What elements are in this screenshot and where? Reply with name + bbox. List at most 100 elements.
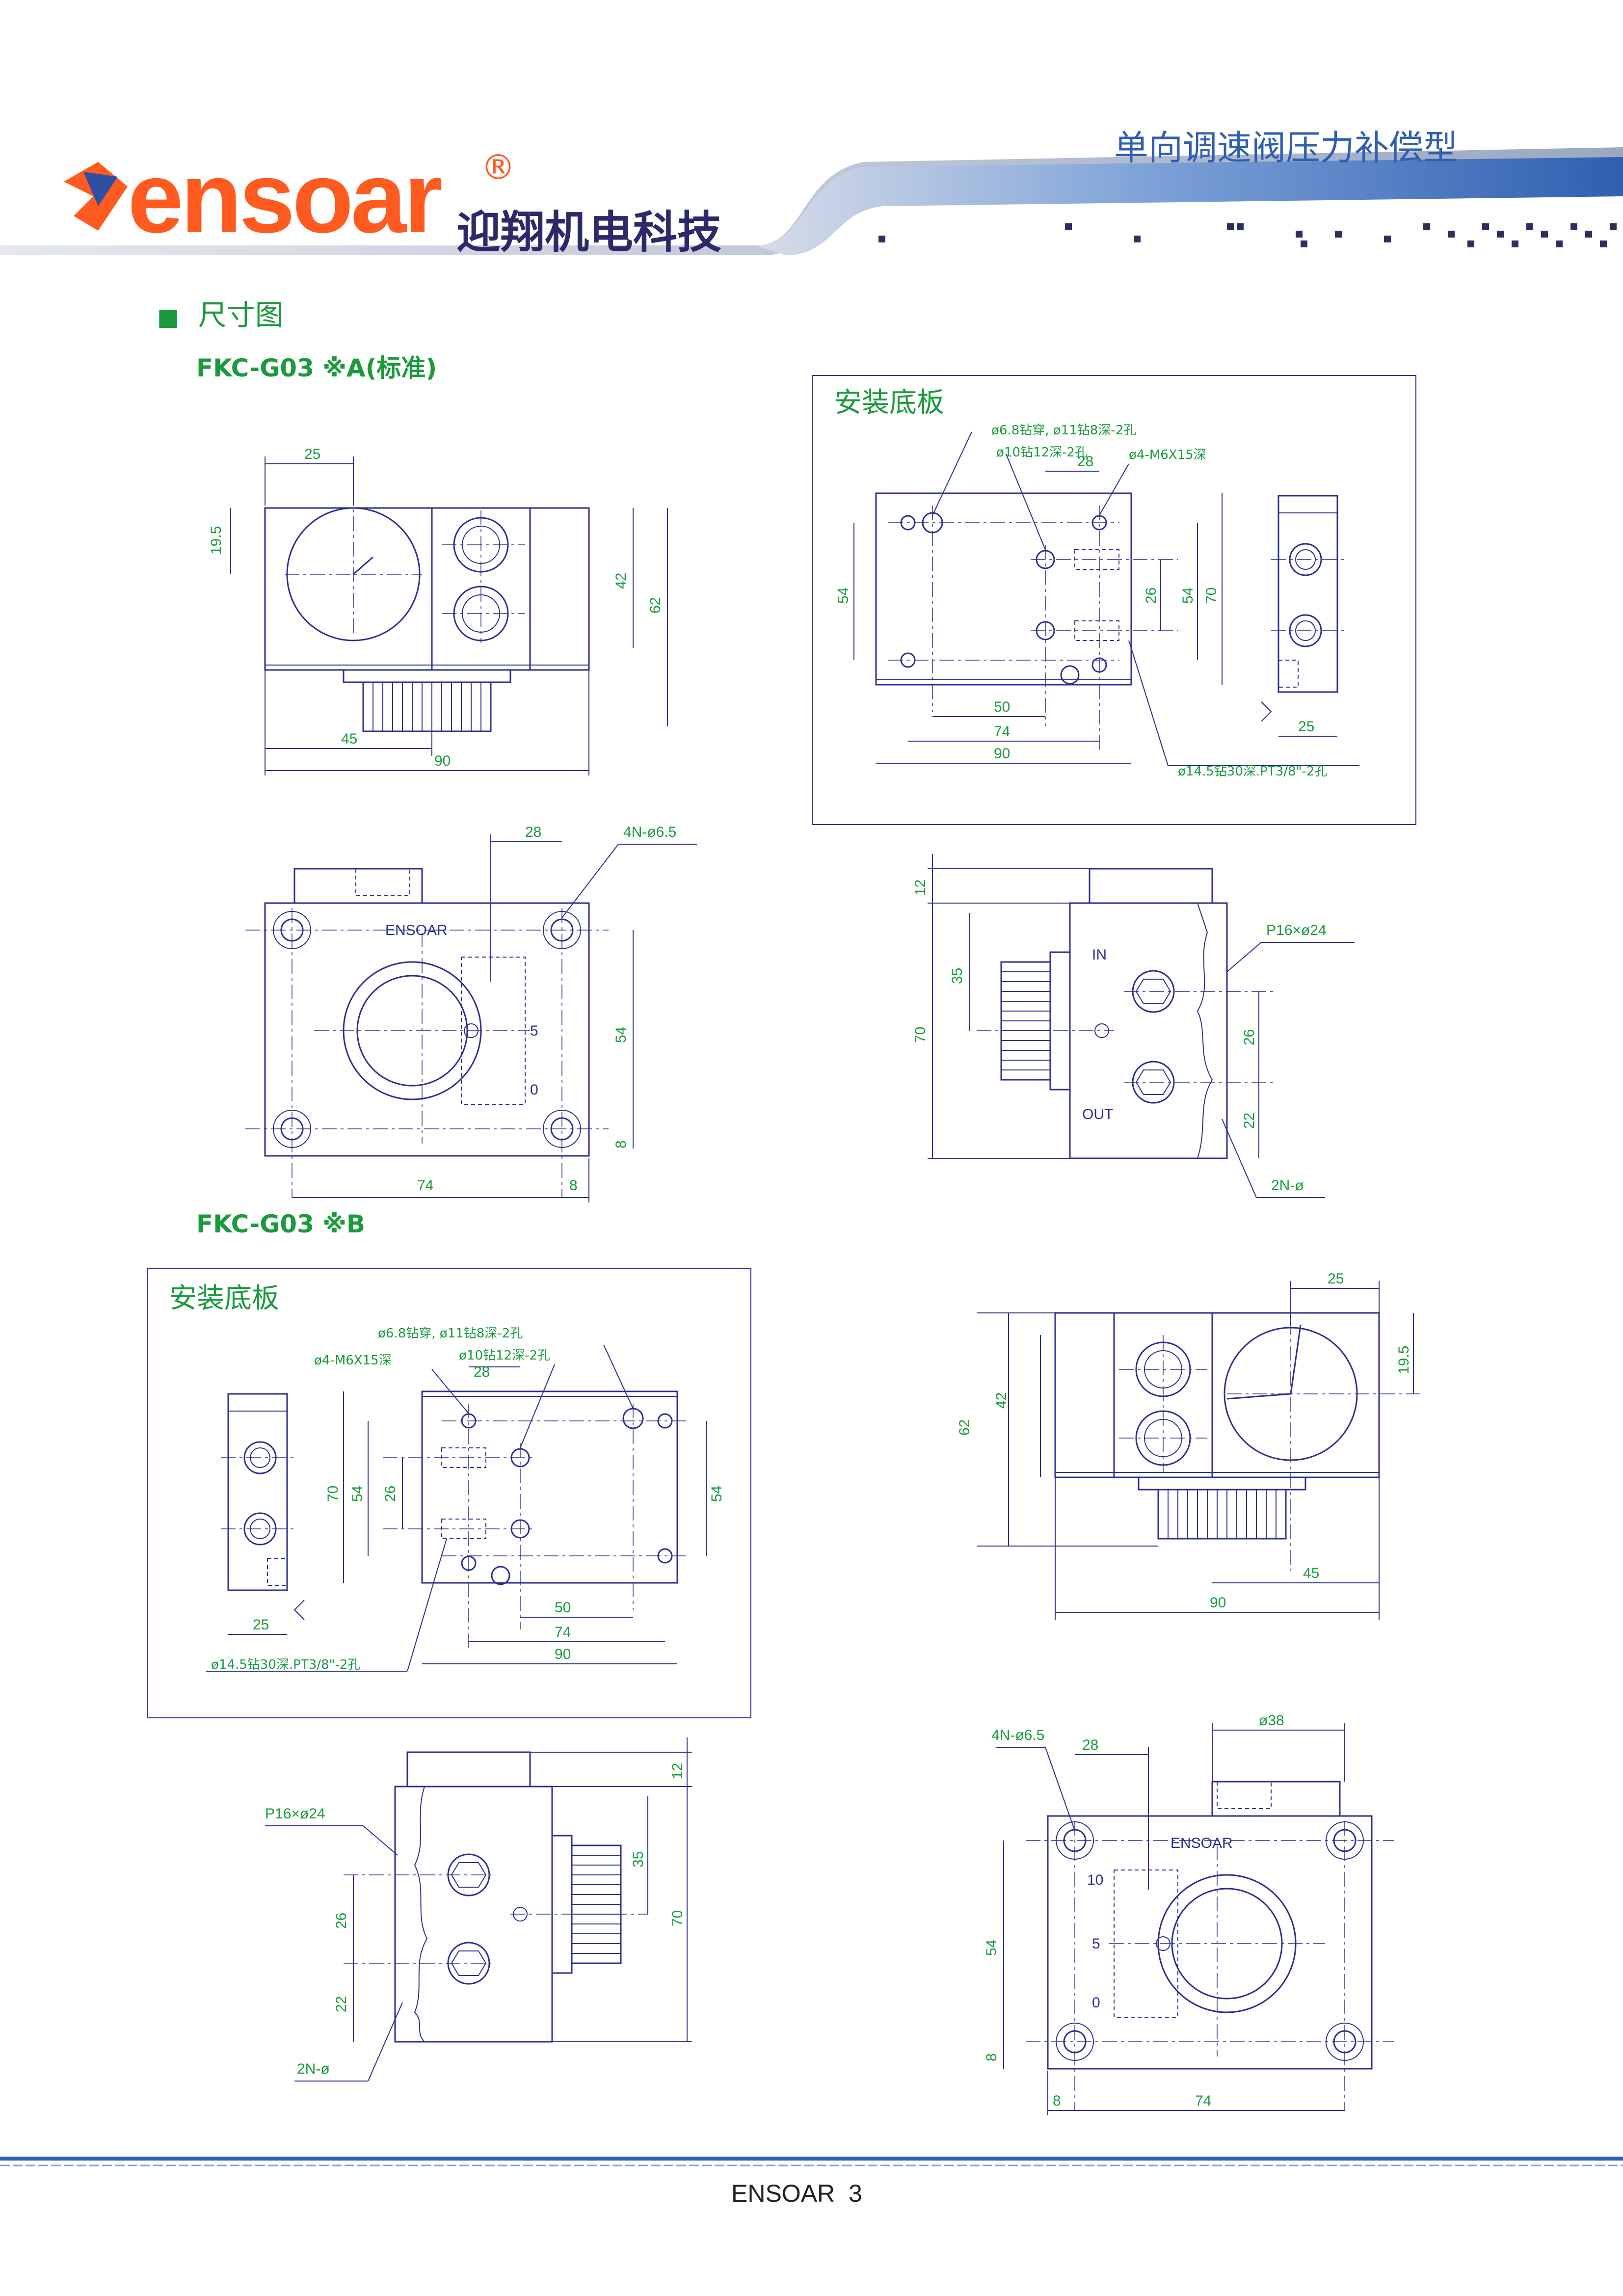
- a-plate-dim-90: 90: [994, 746, 1010, 762]
- a-side-label-out: OUT: [1082, 1106, 1113, 1122]
- a-side-dim-2n: 2N-ø: [1271, 1177, 1304, 1194]
- header: ensoar ® 迎翔机电科技 单向调速阀压力补偿型: [0, 0, 1623, 275]
- b-top-dim-62: 62: [957, 1419, 973, 1436]
- b-side-dim-p16: P16×ø24: [265, 1806, 325, 1822]
- b-front-dim-74: 74: [1195, 2093, 1211, 2109]
- a-plate-dim-25: 25: [1298, 719, 1314, 735]
- b-top-dim-90: 90: [1210, 1595, 1226, 1611]
- b-plate-dim-90: 90: [555, 1646, 571, 1662]
- b-front-label-10: 10: [1087, 1872, 1103, 1888]
- b-plate-drawing: [206, 1344, 707, 1672]
- a-top-dim-19-5: 19.5: [208, 526, 224, 555]
- a-side-view: [928, 854, 1355, 1198]
- a-plate-dim-54-left: 54: [835, 587, 851, 604]
- a-front-label-0: 0: [530, 1082, 538, 1098]
- a-front-dim-8-right: 8: [613, 1140, 629, 1148]
- a-side-dim-35: 35: [949, 968, 965, 984]
- b-plate-dim-74: 74: [555, 1624, 571, 1640]
- b-top-dim-45: 45: [1303, 1565, 1319, 1581]
- a-plate-note-2: ø10钻12深-2孔: [996, 445, 1088, 460]
- b-top-dim-42: 42: [993, 1392, 1010, 1409]
- b-front-view: [996, 1723, 1394, 2115]
- section-heading: ■ 尺寸图: [157, 292, 284, 333]
- a-side-dim-22: 22: [1241, 1113, 1257, 1129]
- b-front-dim-4n: 4N-ø6.5: [991, 1727, 1044, 1743]
- b-side-dim-12: 12: [669, 1763, 686, 1779]
- a-plate-dim-74: 74: [994, 723, 1010, 740]
- a-plate-title: 安装底板: [834, 387, 944, 419]
- section-marker: ■: [157, 303, 180, 331]
- b-plate-dim-70: 70: [325, 1486, 341, 1502]
- b-plate-frame: [147, 1268, 751, 1718]
- b-top-dim-19-5: 19.5: [1396, 1346, 1412, 1374]
- a-front-label-ensoar: ENSOAR: [385, 922, 448, 938]
- b-front-label-ensoar: ENSOAR: [1171, 1835, 1233, 1851]
- a-front-view: [245, 834, 697, 1202]
- a-plate-note-3: ø4-M6X15深: [1129, 448, 1206, 462]
- a-top-dim-62: 62: [647, 597, 664, 614]
- a-side-dim-p16: P16×ø24: [1266, 922, 1327, 938]
- a-plate-dim-54-right: 54: [1180, 587, 1196, 604]
- b-top-view: [977, 1281, 1423, 1620]
- a-front-dim-74: 74: [417, 1177, 433, 1194]
- registered-mark: ®: [481, 147, 515, 187]
- a-plate-dim-70: 70: [1203, 587, 1220, 604]
- b-plate-dim-28: 28: [474, 1364, 490, 1380]
- company-name: 迎翔机电科技: [456, 207, 721, 258]
- a-front-dim-8-bottom: 8: [569, 1177, 578, 1194]
- b-side-dim-70: 70: [669, 1910, 686, 1926]
- b-side-dim-26: 26: [333, 1913, 349, 1929]
- b-front-dim-28: 28: [1082, 1737, 1098, 1753]
- a-side-dim-70: 70: [912, 1027, 929, 1043]
- b-plate-note-3: ø10钻12深-2孔: [459, 1348, 550, 1363]
- footer-rule: [0, 2157, 1623, 2166]
- b-plate-note-4: ø14.5钻30深.PT3/8"-2孔: [211, 1657, 360, 1672]
- a-top-dim-42: 42: [613, 573, 629, 589]
- b-front-dim-8-bottom: 8: [1053, 2093, 1061, 2109]
- a-plate-dim-26: 26: [1143, 587, 1159, 604]
- b-front-label-0: 0: [1092, 1995, 1100, 2011]
- a-side-label-in: IN: [1092, 947, 1107, 963]
- b-side-dim-2n: 2N-ø: [297, 2061, 330, 2077]
- a-front-dim-4n: 4N-ø6.5: [623, 824, 676, 840]
- a-plate-dim-50: 50: [994, 699, 1010, 715]
- a-side-dim-26: 26: [1241, 1029, 1257, 1045]
- b-plate-title: 安装底板: [169, 1282, 279, 1314]
- logo-bird-icon: [64, 162, 128, 231]
- a-front-dim-28: 28: [525, 824, 541, 840]
- b-plate-dim-54-right: 54: [709, 1486, 725, 1502]
- a-top-view: [230, 456, 668, 775]
- section-title: 尺寸图: [198, 298, 284, 332]
- b-front-dim-o38: ø38: [1259, 1712, 1284, 1729]
- model-b-label: FKC-G03 ※B: [196, 1210, 365, 1238]
- b-front-dim-54: 54: [984, 1940, 1000, 1956]
- b-front-label-5: 5: [1092, 1936, 1100, 1952]
- b-side-dim-22: 22: [333, 1996, 349, 2012]
- brand-logo-text: ensoar: [128, 141, 443, 254]
- a-plate-frame: [812, 375, 1416, 825]
- b-plate-dim-50: 50: [555, 1600, 571, 1616]
- a-top-dim-25: 25: [304, 446, 320, 462]
- header-swoosh-graphic: [0, 147, 1623, 255]
- b-top-dim-25: 25: [1328, 1271, 1344, 1287]
- b-plate-dim-54-left: 54: [349, 1486, 366, 1502]
- b-plate-dim-25: 25: [253, 1617, 269, 1633]
- model-a-label: FKC-G03 ※A(标准): [196, 354, 437, 382]
- a-top-dim-90: 90: [434, 753, 451, 769]
- a-front-dim-54: 54: [613, 1027, 629, 1043]
- b-plate-note-2: ø4-M6X15深: [314, 1353, 392, 1368]
- b-front-dim-8-left: 8: [984, 2053, 1000, 2061]
- a-plate-note-1: ø6.8钻穿, ø11钻8深-2孔: [991, 423, 1136, 438]
- a-side-dim-12: 12: [912, 880, 929, 896]
- b-side-view: [265, 1737, 692, 2082]
- a-plate-note-4: ø14.5钻30深.PT3/8"-2孔: [1178, 764, 1327, 779]
- b-side-dim-35: 35: [630, 1851, 646, 1868]
- b-plate-note-1: ø6.8钻穿, ø11钻8深-2孔: [378, 1326, 523, 1341]
- a-plate-drawing: [853, 431, 1359, 766]
- footer-page-label: ENSOAR 3: [731, 2180, 862, 2207]
- a-plate-dim-28: 28: [1077, 454, 1093, 470]
- a-front-label-5: 5: [530, 1023, 538, 1039]
- a-top-dim-45: 45: [341, 731, 357, 747]
- b-plate-dim-26: 26: [382, 1486, 399, 1502]
